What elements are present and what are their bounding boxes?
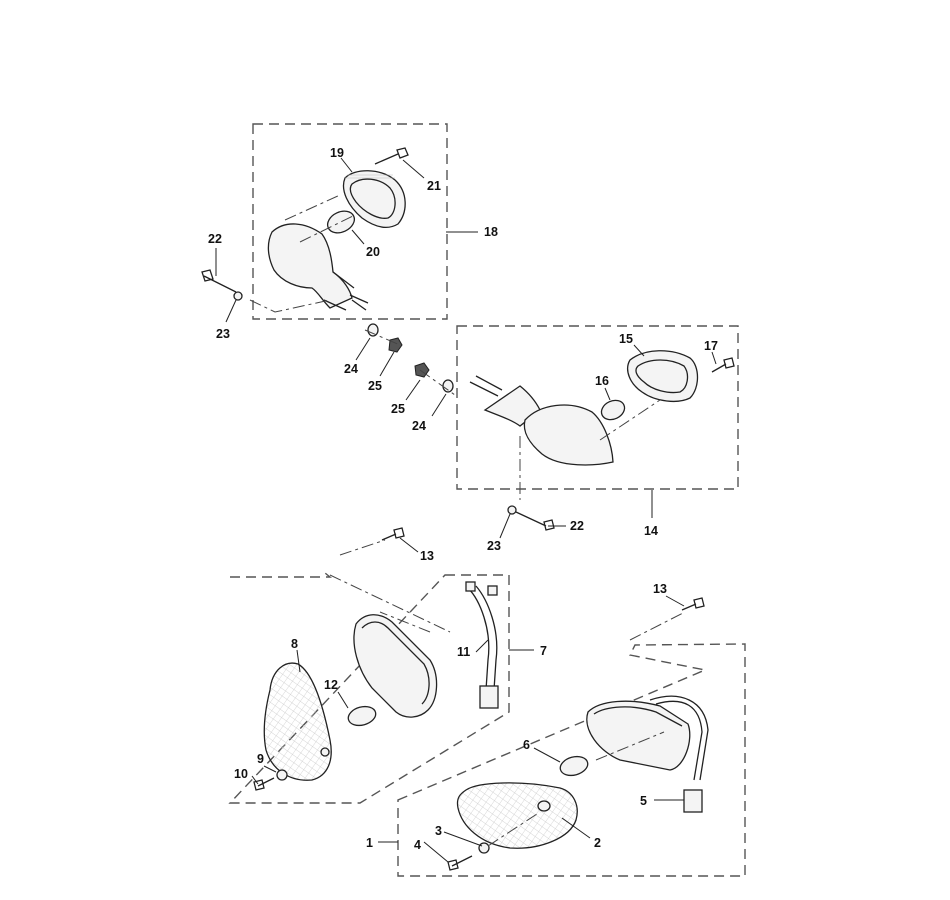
bulb-20 — [326, 210, 356, 234]
callout-2: 2 — [594, 836, 601, 850]
group-box-7 — [228, 572, 510, 804]
screw-17 — [711, 357, 735, 373]
callout-5: 5 — [640, 794, 647, 808]
callout-23-upper: 23 — [216, 327, 230, 341]
callout-1: 1 — [366, 836, 373, 850]
signal-wire-14 — [469, 375, 503, 397]
washer-23-upper — [233, 291, 243, 301]
screw-10 — [253, 777, 275, 791]
callout-10: 10 — [234, 767, 248, 781]
plug-11-a — [465, 581, 476, 592]
wiring-11 — [467, 585, 498, 691]
wiring-5 — [649, 695, 709, 781]
lens-2-hole — [537, 800, 551, 812]
callout-22-lower: 22 — [570, 519, 584, 533]
signal-housing-18 — [267, 223, 353, 309]
connector-5 — [683, 789, 703, 813]
signal-stalk-18 — [323, 271, 369, 311]
callout-13-lower: 13 — [653, 582, 667, 596]
phantom-1 — [629, 611, 686, 641]
callout-23-lower: 23 — [487, 539, 501, 553]
nut-25-upper — [388, 337, 403, 353]
callout-24-lower: 24 — [412, 419, 426, 433]
housing-7 — [353, 614, 438, 718]
callout-16: 16 — [595, 374, 609, 388]
washer-23-lower — [507, 505, 517, 515]
callout-labels: 19 21 18 20 22 23 24 25 25 24 15 17 16 1… — [208, 146, 718, 852]
callout-9: 9 — [257, 752, 264, 766]
washer-3 — [478, 842, 490, 854]
screw-21 — [374, 147, 409, 165]
phantom-1-inner — [487, 731, 665, 847]
signal-housing-14 — [523, 404, 614, 466]
rear-right-turn-signal-assembly — [447, 597, 709, 871]
lens-19-inner — [349, 178, 396, 219]
housing-1-rim — [593, 706, 683, 727]
callout-11: 11 — [457, 645, 470, 659]
bulb-16 — [600, 399, 626, 421]
callout-17: 17 — [704, 339, 718, 353]
callout-8: 8 — [291, 637, 298, 651]
lens-8-hole — [320, 747, 330, 757]
lens-19-ribs — [345, 174, 395, 179]
front-left-turn-signal-assembly — [249, 147, 409, 313]
callout-24-upper: 24 — [344, 362, 358, 376]
callout-25-upper: 25 — [368, 379, 382, 393]
phantom-mount — [364, 329, 456, 396]
lens-19 — [342, 170, 406, 229]
washer-24-upper — [367, 323, 379, 337]
callout-18: 18 — [484, 225, 498, 239]
screw-4 — [447, 855, 473, 871]
callout-21: 21 — [427, 179, 441, 193]
housing-1 — [586, 700, 691, 771]
connector-11 — [479, 685, 499, 709]
callout-7: 7 — [540, 644, 547, 658]
rear-left-turn-signal-assembly — [253, 527, 499, 791]
lens-15-inner — [635, 359, 689, 394]
washer-9 — [276, 769, 288, 781]
callout-15: 15 — [619, 332, 633, 346]
callout-14: 14 — [644, 524, 658, 538]
group-box-18 — [252, 123, 448, 320]
screw-13-upper — [381, 527, 405, 541]
group-box-14 — [456, 325, 739, 490]
screw-13-lower — [681, 597, 705, 611]
lens-8 — [263, 662, 332, 781]
front-right-turn-signal-assembly — [469, 350, 735, 531]
callout-3: 3 — [435, 824, 442, 838]
callout-25-lower: 25 — [391, 402, 405, 416]
callout-12: 12 — [324, 678, 338, 692]
housing-7-rim — [361, 621, 430, 705]
callout-19: 19 — [330, 146, 344, 160]
callout-20: 20 — [366, 245, 380, 259]
mounting-hardware-upper — [201, 269, 456, 396]
phantom-18 — [249, 194, 356, 313]
bolt-22-upper — [201, 269, 237, 293]
callout-4: 4 — [414, 838, 421, 852]
phantom-7 — [329, 539, 451, 633]
lens-2 — [456, 782, 578, 849]
callout-22-upper: 22 — [208, 232, 222, 246]
callout-6: 6 — [523, 738, 530, 752]
leader-lines — [215, 157, 717, 863]
phantom-14 — [519, 399, 661, 500]
callout-13-upper: 13 — [420, 549, 434, 563]
plug-11-b — [487, 585, 498, 596]
bulb-12 — [347, 705, 377, 727]
bolt-22-lower — [515, 511, 555, 531]
bulb-6 — [559, 755, 589, 777]
